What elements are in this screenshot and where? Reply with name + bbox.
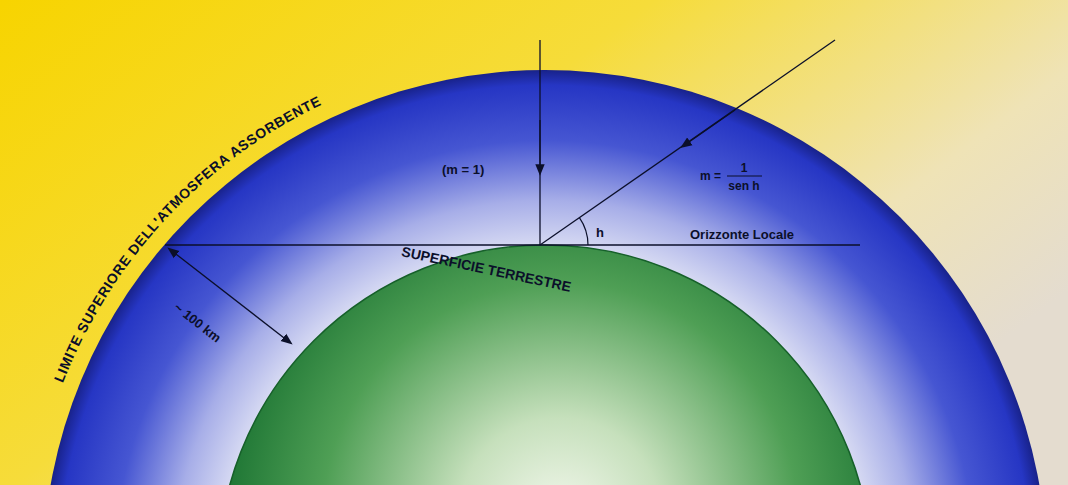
angle-arc: [579, 218, 588, 245]
fraction-bar: [727, 176, 762, 177]
atmosphere-limit-label: LIMITE SUPERIORE DELL'ATMOSFERA ASSORBEN…: [51, 93, 324, 384]
fraction-numerator: 1: [741, 162, 748, 174]
oblique-ray: [540, 40, 835, 245]
air-mass-label: (m = 1): [442, 163, 484, 176]
formula-label: m =: [700, 170, 721, 182]
oblique-arrowhead: [685, 110, 735, 145]
horizon-label: Orizzonte Locale: [690, 228, 794, 241]
atmosphere-layer: [43, 70, 1047, 485]
angle-label: h: [596, 226, 604, 239]
zenith-ray: [539, 40, 540, 245]
atmosphere-limit-label: LIMITE SUPERIORE DELL'ATMOSFERA ASSORBEN…: [51, 93, 324, 384]
fraction-denominator: sen h: [728, 180, 759, 192]
horizon-line: [165, 244, 860, 245]
earth-surface: [218, 245, 872, 485]
zenith-arrowhead: [539, 120, 540, 170]
thickness-dimension: [172, 251, 288, 341]
